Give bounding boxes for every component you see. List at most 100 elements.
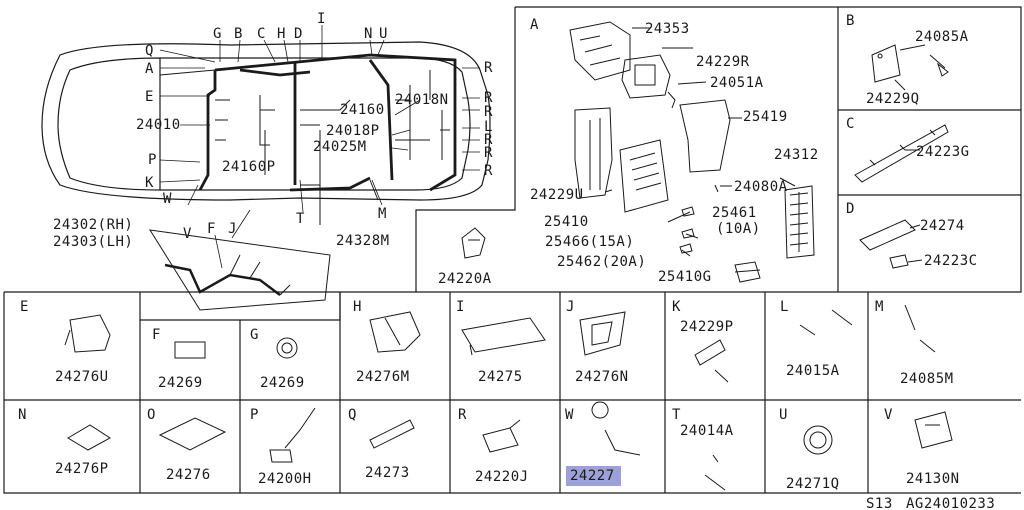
cell-u-letter: U (779, 407, 788, 423)
cell-k-part: 24229P (680, 319, 734, 335)
cell-v-part: 24130N (906, 471, 960, 487)
cell-q-part: 24273 (365, 465, 410, 481)
cell-k-letter: K (672, 299, 681, 315)
cell-v-letter: V (884, 407, 893, 423)
cell-o-letter: Ο (147, 407, 156, 423)
grid-row2-parts (67, 401, 953, 491)
callout-h: H (277, 26, 286, 42)
panel-d-letter: D (846, 201, 855, 217)
callout-m: M (378, 206, 387, 222)
cell-g-letter: G (250, 327, 259, 343)
callout-r6: R (484, 163, 493, 179)
callout-n: N (364, 26, 373, 42)
callout-e: E (145, 89, 154, 105)
cell-h-part: 24276M (356, 369, 410, 385)
callout-r4: R (484, 132, 493, 148)
cell-p-part: 24200H (258, 471, 312, 487)
cell-l-letter: L (780, 299, 789, 315)
label-24018p: 24018P (326, 123, 380, 139)
cell-r-part: 24220J (475, 469, 529, 485)
callout-r2: R (484, 90, 493, 106)
cell-w-part: 24227 (570, 468, 615, 484)
cell-f-part: 24269 (158, 375, 203, 391)
callout-a: A (145, 61, 154, 77)
callout-u: U (379, 26, 388, 42)
label-25461: 25461 (712, 205, 757, 221)
label-24328m: 24328M (336, 233, 390, 249)
label-24303lh: 24303(LH) (53, 234, 134, 250)
label-24051a: 24051A (710, 75, 764, 91)
label-24160: 24160 (340, 102, 385, 118)
label-24018n: 24018N (395, 92, 449, 108)
callout-k: K (145, 175, 154, 191)
cell-m-part: 24085M (900, 371, 954, 387)
cell-f-letter: F (152, 327, 161, 343)
label-24080a: 24080A (734, 179, 788, 195)
label-24085a: 24085A (915, 29, 969, 45)
cell-i-part: 24275 (478, 369, 523, 385)
label-24223c: 24223C (924, 253, 978, 269)
panel-b-letter: B (846, 13, 855, 29)
callout-w: W (163, 191, 172, 207)
callout-v: V (183, 226, 192, 242)
cell-l-part: 24015A (786, 363, 840, 379)
cell-q-letter: Q (348, 407, 357, 423)
main-harness (198, 53, 457, 192)
panel-c-parts (854, 124, 949, 183)
callout-l: L (484, 119, 493, 135)
label-24223g: 24223G (916, 144, 970, 160)
cell-e-letter: E (20, 299, 29, 315)
callout-c: C (257, 26, 266, 42)
label-24229r: 24229R (696, 54, 750, 70)
label-24025m: 24025M (313, 139, 367, 155)
footer-code: AG24010233 (906, 496, 996, 510)
label-24010: 24010 (136, 117, 181, 133)
cell-p-letter: P (250, 407, 259, 423)
grid-row1-parts (64, 304, 936, 383)
label-24312: 24312 (774, 147, 819, 163)
panel-d-parts (859, 219, 923, 269)
cell-h-letter: H (353, 299, 362, 315)
cell-n-letter: N (18, 407, 27, 423)
callout-p: P (148, 152, 157, 168)
label-24160p: 24160P (222, 159, 276, 175)
callout-f: F (207, 221, 216, 237)
callout-r5: R (484, 145, 493, 161)
cell-e-part: 24276U (55, 369, 109, 385)
door-harness (149, 229, 331, 311)
highlight-box (566, 466, 621, 486)
callout-q: Q (145, 43, 154, 59)
panel-a-letter: A (530, 17, 539, 33)
clip-24220a (461, 227, 486, 259)
label-10a: (10A) (716, 221, 761, 237)
cell-u-part: 24271Q (786, 476, 840, 492)
label-25410: 25410 (544, 214, 589, 230)
cell-j-letter: J (566, 299, 575, 315)
callout-b: B (234, 26, 243, 42)
panel-b-parts (871, 44, 949, 91)
cell-t-part: 24014A (680, 423, 734, 439)
cell-t-letter: T (672, 407, 681, 423)
label-24353: 24353 (645, 21, 690, 37)
label-24220a: 24220A (438, 271, 492, 287)
callout-r1: R (484, 60, 493, 76)
label-24229q: 24229Q (866, 91, 920, 107)
callout-g: G (213, 26, 222, 42)
callout-t: T (296, 211, 305, 227)
label-24302rh: 24302(RH) (53, 217, 134, 233)
panel-c-letter: C (846, 116, 855, 132)
cell-m-letter: M (875, 299, 884, 315)
cell-g-part: 24269 (260, 375, 305, 391)
footer-page: S13 (866, 496, 893, 510)
cell-j-part: 24276N (575, 369, 629, 385)
label-25466: 25466(15A) (545, 234, 635, 250)
label-25419: 25419 (743, 109, 788, 125)
callout-i: I (317, 11, 326, 27)
cell-r-letter: R (458, 407, 467, 423)
callout-r3: R (484, 104, 493, 120)
callout-j: J (228, 221, 237, 237)
cell-w-letter: W (565, 407, 574, 423)
label-25462: 25462(20A) (557, 254, 647, 270)
